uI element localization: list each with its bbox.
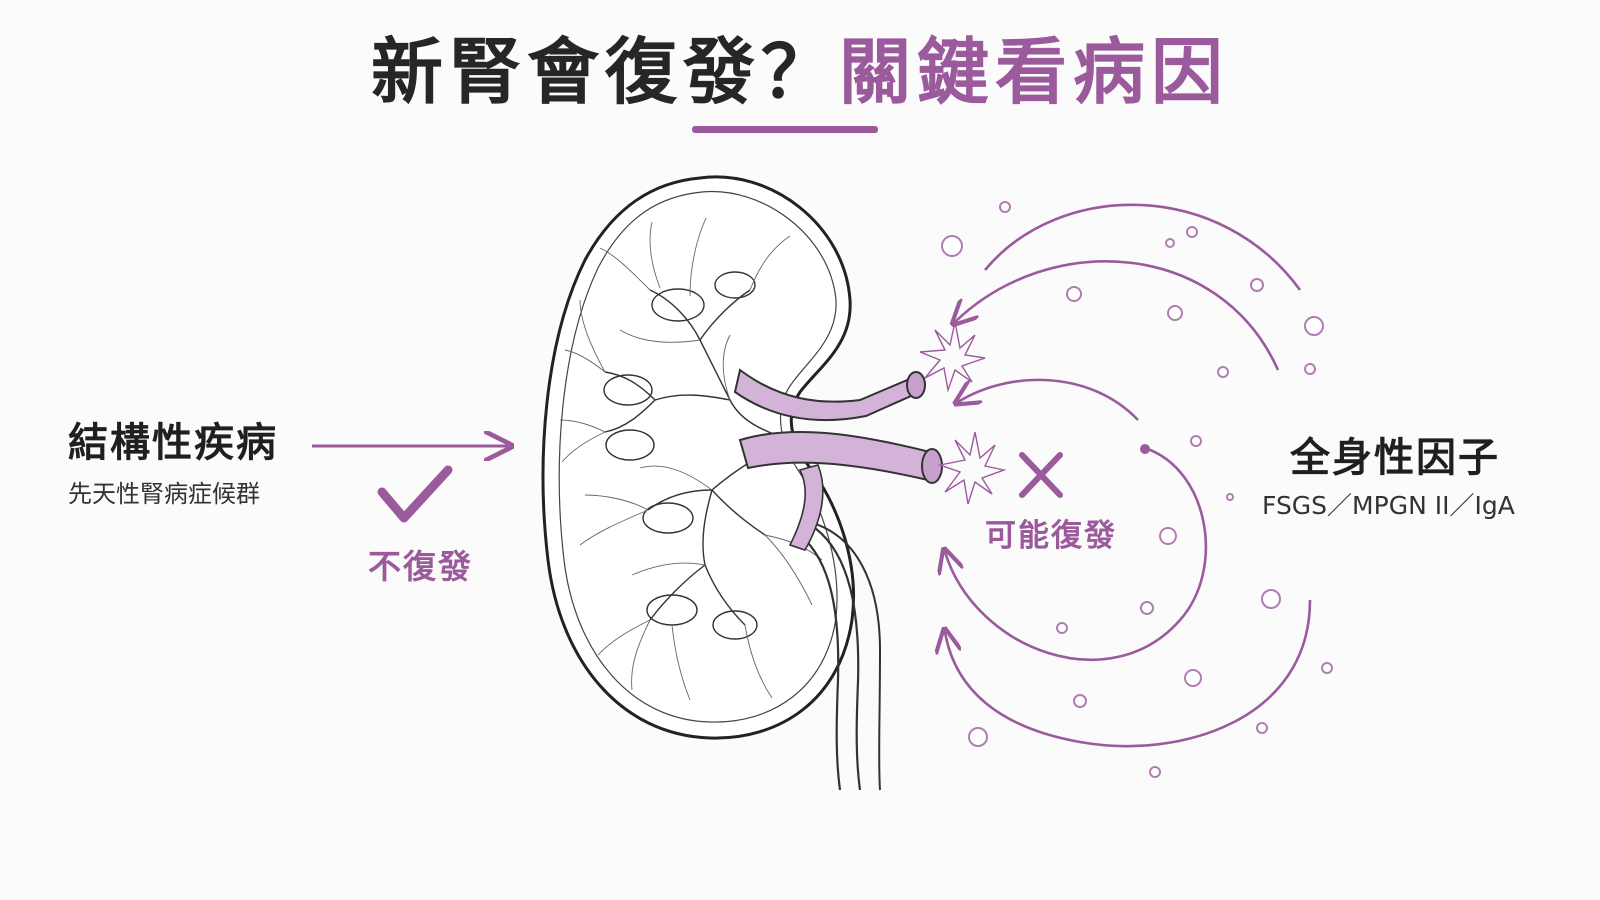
kidney-outline [541, 175, 855, 740]
particles [941, 201, 1333, 778]
title-question: 新腎會復發？ [370, 30, 839, 114]
title-underline [692, 126, 878, 133]
ureter-outer [799, 519, 882, 791]
systemic-arrow-1 [984, 203, 1302, 291]
kidney-calyces [603, 271, 791, 640]
vessel-branch [788, 464, 824, 551]
spark-burst-top [919, 321, 986, 393]
renal-vein-opening [921, 448, 943, 484]
structural-disease-title: 結構性疾病 [68, 420, 278, 466]
arrow-origin-dot [1140, 444, 1150, 454]
systemic-arrow-3 [958, 378, 1139, 421]
structural-disease-example: 先天性腎病症候群 [68, 480, 260, 508]
systemic-arrow-4 [945, 446, 1208, 661]
systemic-arrow-5 [945, 599, 1312, 748]
ureter-inner [814, 527, 862, 791]
ureter [799, 534, 842, 791]
spark-burst-bottom [937, 431, 1007, 505]
page-title: 新腎會復發？關鍵看病因 [0, 22, 1600, 122]
kidney-illustration [541, 175, 882, 791]
title-answer: 關鍵看病因 [839, 30, 1230, 114]
systemic-factor-examples: FSGS／MPGN II／IgA [1262, 491, 1515, 520]
kidney-fine-lines [559, 217, 823, 701]
renal-artery-opening [906, 371, 926, 399]
systemic-arrows [945, 203, 1312, 748]
systemic-arrow-2 [955, 260, 1280, 371]
kidney-inner-outline [558, 190, 838, 723]
no-recurrence-label: 不復發 [368, 547, 473, 586]
renal-vessels [733, 368, 943, 551]
possible-recurrence-label: 可能復發 [985, 518, 1117, 554]
check-icon [377, 465, 453, 523]
systemic-factor-title: 全身性因子 [1290, 435, 1500, 481]
cross-icon [1019, 452, 1063, 498]
